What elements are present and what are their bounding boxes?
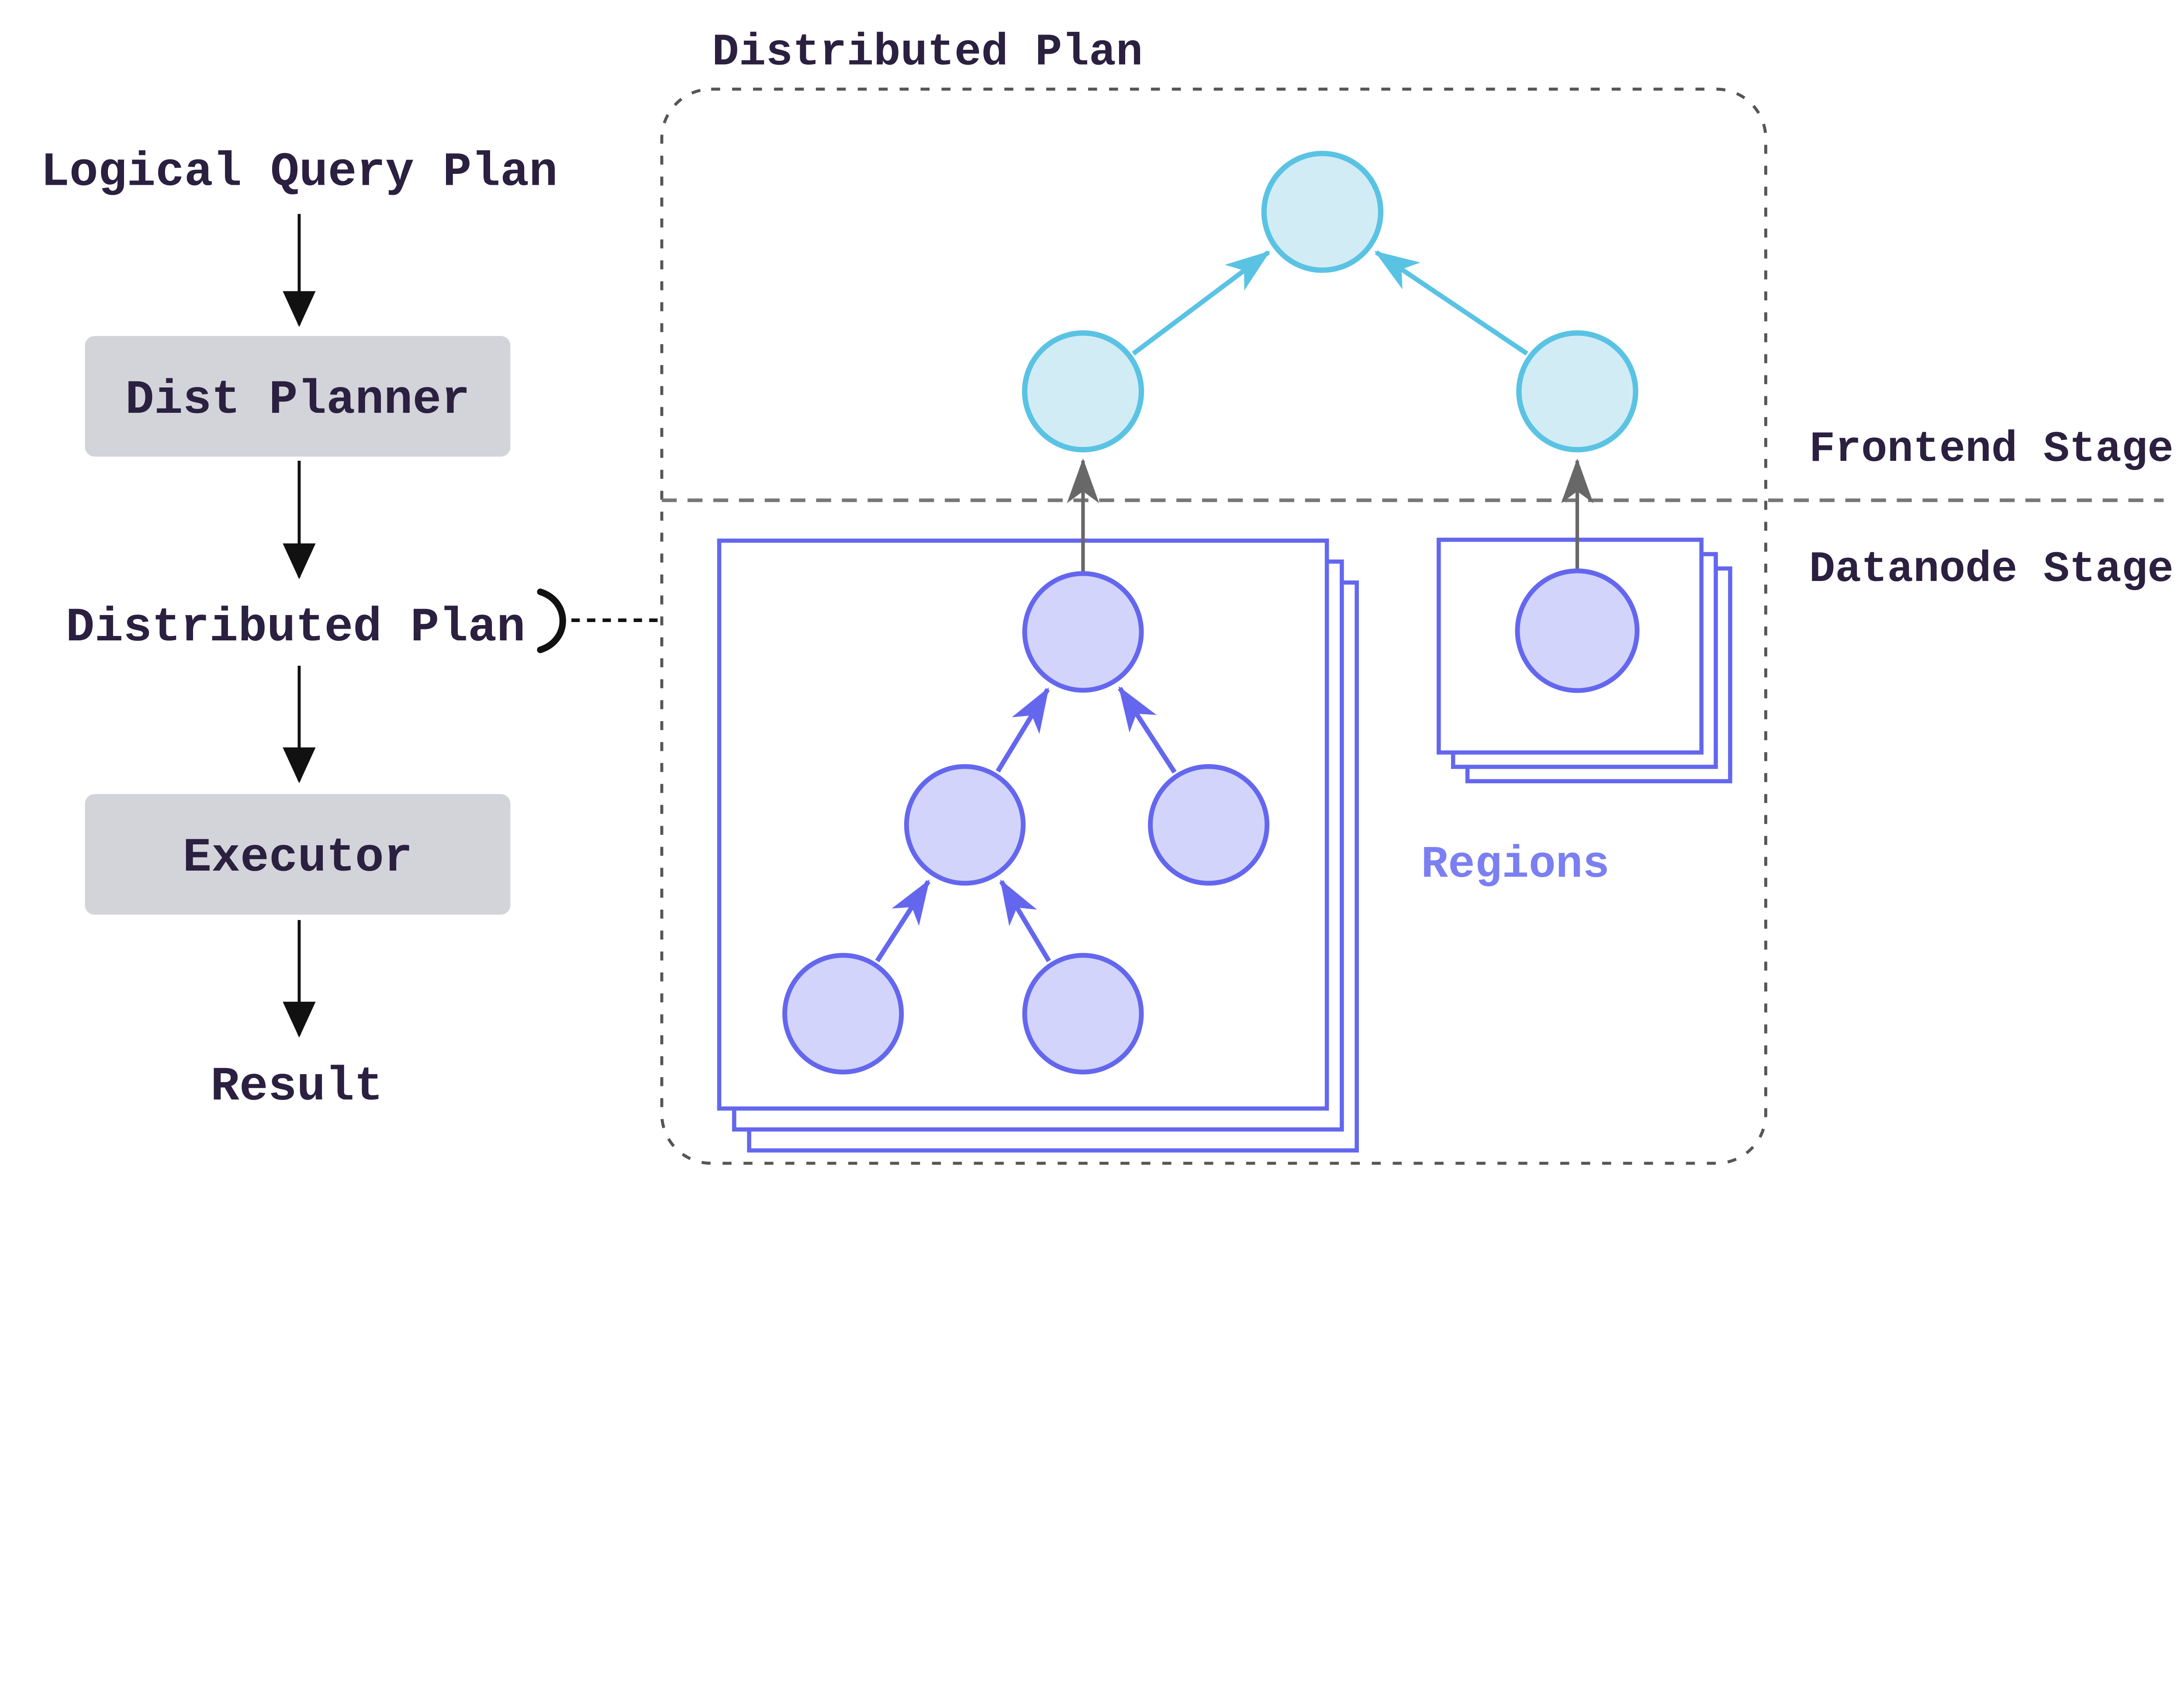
panel-title: Distributed Plan: [712, 27, 1143, 78]
purple-arrow-midleft-top: [995, 687, 1050, 773]
datanode-node-mid-left: [904, 764, 1026, 886]
frontend-node-root: [1261, 151, 1384, 273]
datanode-node-mid-right: [1148, 764, 1270, 886]
datanode-node-bottom-right: [1022, 953, 1144, 1075]
brace-paren: [537, 588, 566, 653]
frontend-node-right: [1516, 330, 1638, 453]
dist-planner-label: Dist Planner: [125, 373, 470, 427]
distributed-plan-panel: Distributed Plan Frontend Stage Datanode…: [660, 27, 2174, 1165]
left-flow-column: Logical Query Plan Dist Planner Distribu…: [41, 145, 661, 1114]
cyan-arrow-left: [1132, 250, 1271, 356]
regions-label: Regions: [1421, 839, 1609, 890]
purple-arrow-bottomleft-midleft: [875, 879, 930, 962]
dist-planner-box: [85, 336, 511, 457]
frontend-node-left: [1022, 330, 1144, 453]
datanode-node-bottom-left: [782, 953, 904, 1075]
regions-node: [1515, 568, 1640, 693]
distributed-plan-left-label: Distributed Plan: [66, 601, 525, 655]
executor-box: [85, 794, 511, 915]
purple-arrow-midright-top: [1118, 686, 1177, 774]
result-label: Result: [211, 1060, 383, 1114]
purple-arrow-bottomright-midleft: [999, 879, 1051, 962]
datanode-stage-label: Datanode Stage: [1809, 545, 2174, 594]
frontend-stage-label: Frontend Stage: [1809, 425, 2174, 474]
cyan-arrow-right: [1374, 250, 1528, 356]
logical-query-plan-label: Logical Query Plan: [41, 145, 558, 199]
distributed-plan-diagram: Logical Query Plan Dist Planner Distribu…: [41, 27, 2174, 1165]
executor-label: Executor: [183, 831, 412, 885]
datanode-node-top: [1022, 571, 1144, 693]
